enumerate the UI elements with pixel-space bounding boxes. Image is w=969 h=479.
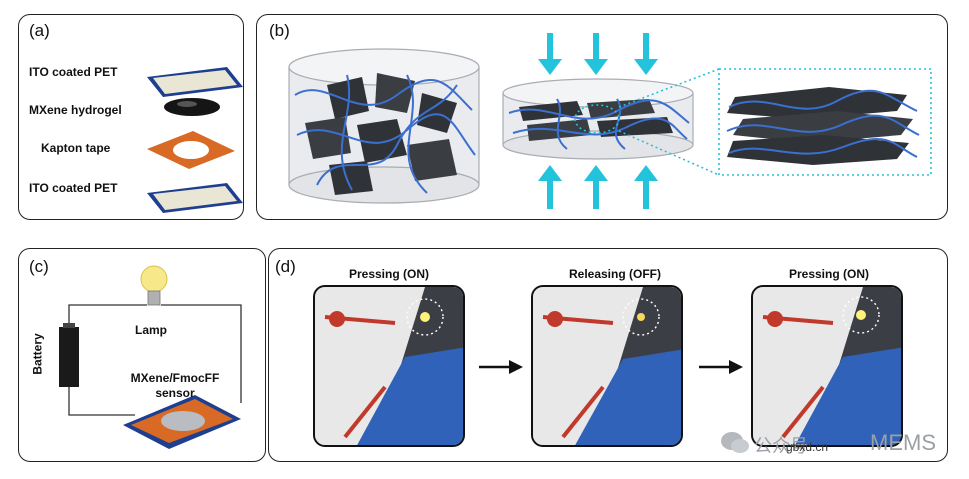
photo-pressing-on-1 [313,285,465,447]
panel-b: (b) [256,14,948,220]
compression-arrows-top [538,33,658,75]
watermark: 公众号 gbxd.cn MEMS [720,426,950,460]
zoomed-stacked-sheets [718,68,932,176]
battery-icon [59,323,79,387]
ito-pet-top-layer [147,67,243,97]
sensor-device-icon [123,395,241,449]
wechat-icon [721,432,749,453]
sensor-label-line1: MXene/FmocFF [130,371,220,385]
sensor-label-line2: sensor [155,386,195,400]
ito-pet-bottom-layer [147,183,243,213]
battery-label: Battery [30,333,45,375]
uncompressed-hydrogel [288,48,480,204]
compressed-hydrogel [502,78,694,160]
photo-releasing-off [531,285,683,447]
layer-label-mxene-hydrogel: MXene hydrogel [29,103,122,117]
sequence-arrow-2 [699,360,743,374]
frame-caption-2: Releasing (OFF) [568,267,661,281]
frame-caption-3: Pressing (ON) [788,267,869,281]
kapton-tape-layer [147,131,235,169]
watermark-text-center: gbxd.cn [786,440,829,454]
panel-a: (a) ITO coated PET MXene hydrogel Kapton… [18,14,244,220]
watermark-text-right: MEMS [870,430,936,455]
layer-label-kapton: Kapton tape [41,141,111,155]
circuit-illustration [59,265,242,449]
watermark-text-left: 公众号 [754,436,808,456]
lamp-label: Lamp [135,323,168,337]
zoom-callout-lines [618,68,720,176]
panel-c-label: (c) [29,257,49,276]
compression-illustration [288,33,932,209]
lamp-bulb-icon [140,265,168,306]
frame-caption-1: Pressing (ON) [348,267,429,281]
layer-label-ito-bottom: ITO coated PET [29,181,118,195]
mxene-hydrogel-layer [164,98,220,116]
layer-stack-illustration [147,67,243,213]
photo-pressing-on-2 [751,285,903,447]
layer-label-ito-top: ITO coated PET [29,65,118,79]
panel-b-label: (b) [269,21,290,40]
panel-d-label: (d) [275,257,296,276]
sequence-arrow-1 [479,360,523,374]
panel-a-label: (a) [29,21,50,40]
panel-d: (d) Pressing (ON) Releasing (OFF) Pressi… [268,248,948,462]
circuit-wires [68,304,242,416]
panel-c: (c) Lamp Battery MXene/FmocFF [18,248,266,462]
compression-arrows-bottom [538,165,658,209]
